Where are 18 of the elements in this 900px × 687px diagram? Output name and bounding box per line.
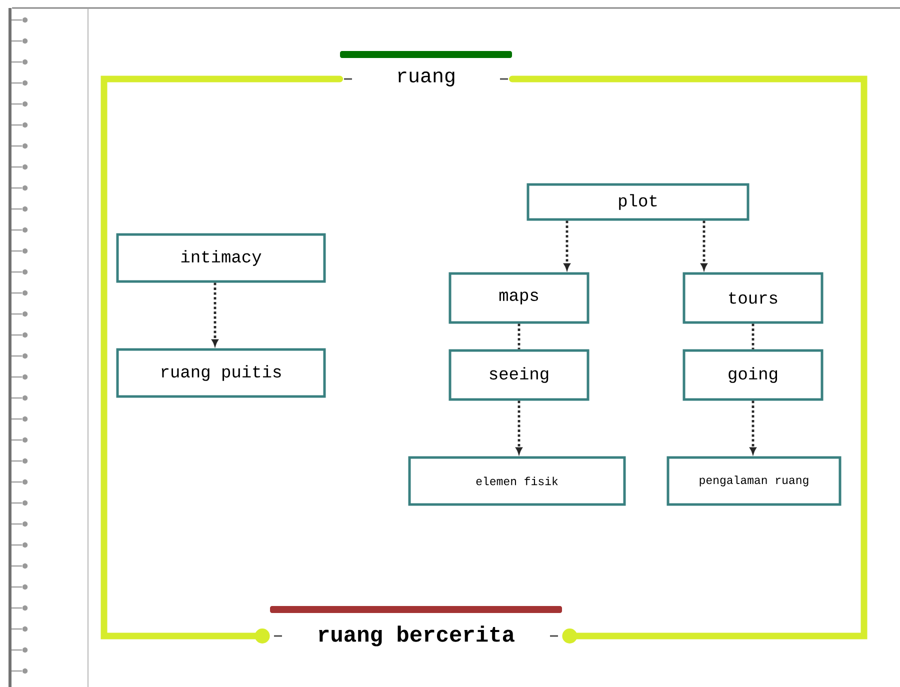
heading-label: ruang — [340, 51, 512, 97]
arrow — [564, 220, 570, 270]
heading-label: ruang bercerita — [270, 606, 562, 656]
connector-line — [508, 76, 868, 644]
process-box: elemen fisik — [408, 456, 626, 506]
process-box: going — [682, 349, 824, 401]
process-box: tours — [682, 272, 824, 324]
process-box: pengalaman ruang — [666, 456, 842, 506]
process-box: intimacy — [116, 233, 326, 283]
connector-line — [100, 76, 344, 644]
arrow — [750, 400, 756, 454]
process-box: ruang puitis — [116, 348, 326, 398]
arrow — [700, 220, 708, 270]
process-box: maps — [448, 272, 590, 324]
arrow — [212, 282, 218, 346]
process-box: seeing — [448, 349, 590, 401]
arrow — [516, 400, 522, 454]
process-box: plot — [526, 183, 750, 221]
